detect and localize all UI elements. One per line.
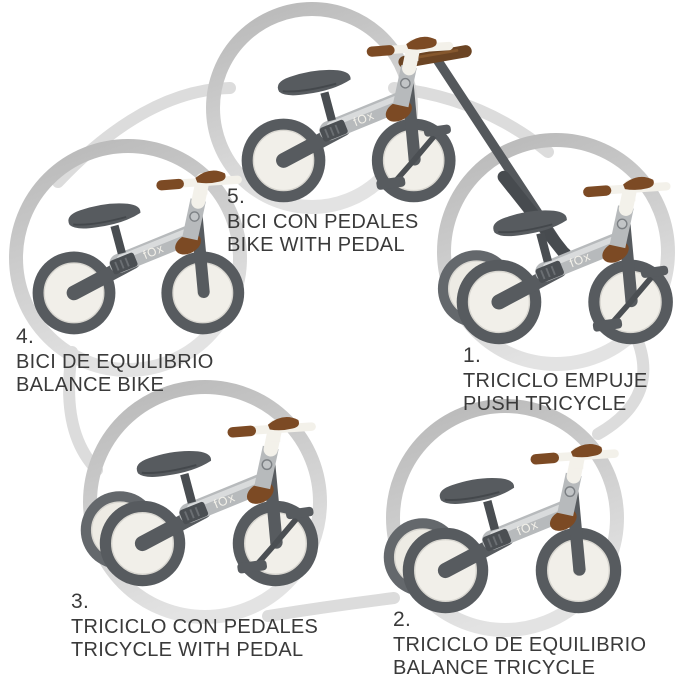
frame-clamp — [482, 528, 512, 552]
frame-clamp — [109, 252, 138, 275]
handlebar — [366, 36, 454, 61]
seat — [136, 450, 212, 477]
pedal-upper — [285, 506, 314, 520]
pedal-lower — [592, 318, 623, 332]
handlebar-pad — [570, 444, 603, 458]
handlebar-pad — [195, 170, 226, 184]
seat — [277, 69, 351, 96]
handlebar — [583, 176, 671, 202]
step-number: 5. — [227, 185, 246, 208]
bike-balance-tricycle: fOx — [383, 444, 622, 614]
head-badge — [261, 459, 273, 471]
pedals — [237, 506, 314, 574]
step-label-bike-with-pedal: 5. BICI CON PEDALES BIKE WITH PEDAL — [227, 185, 419, 257]
step-label-balance-bike: 4. BICI DE EQUILIBRIO BALANCE BIKE — [16, 325, 214, 397]
handlebar-pad — [267, 417, 300, 431]
step-label-en: BALANCE TRICYCLE — [393, 657, 596, 679]
bike-tricycle-with-pedal: fOx — [80, 417, 319, 587]
step-label-es: BICI CON PEDALES — [227, 211, 419, 233]
step-label-en: PUSH TRICYCLE — [463, 393, 627, 415]
step-label-en: TRICYCLE WITH PEDAL — [71, 639, 304, 661]
step-label-en: BALANCE BIKE — [16, 374, 165, 396]
step-number: 2. — [393, 608, 412, 631]
seat-post — [180, 472, 197, 504]
handlebar-grip — [530, 452, 560, 465]
handlebar-pad — [623, 176, 654, 190]
step-label-es: TRICICLO DE EQUILIBRIO — [393, 634, 647, 656]
head-badge — [616, 218, 628, 230]
step-number: 1. — [463, 344, 482, 367]
pedals — [376, 124, 451, 190]
seat — [493, 210, 567, 237]
step-label-es: BICI DE EQUILIBRIO — [16, 351, 214, 373]
head-badge — [564, 486, 576, 498]
step-label-balance-tricycle: 2. TRICICLO DE EQUILIBRIO BALANCE TRICYC… — [393, 608, 646, 680]
seat — [439, 477, 515, 504]
seat-post — [320, 91, 336, 122]
ring-step-4 — [9, 139, 247, 377]
connector-arc-bottomleft-bottomright — [262, 592, 400, 622]
frame-clamp — [535, 260, 564, 283]
seat — [68, 203, 141, 229]
handlebar-grip — [156, 178, 184, 191]
head-badge — [189, 211, 200, 222]
handlebar-grip — [227, 425, 257, 438]
pedal-upper — [640, 265, 669, 278]
pedal-lower — [237, 559, 267, 574]
step-number: 3. — [71, 590, 90, 613]
step-number: 4. — [16, 325, 35, 348]
step-label-push-tricycle: 1. TRICICLO EMPUJE PUSH TRICYCLE — [463, 344, 648, 416]
head-badge — [399, 77, 411, 89]
step-label-es: TRICICLO CON PEDALES — [71, 616, 319, 638]
ring-step-2 — [386, 399, 624, 637]
seat-post — [110, 224, 126, 255]
handlebar — [227, 417, 316, 442]
frame-clamp — [319, 119, 348, 142]
ring-step-1 — [437, 133, 675, 371]
ring-step-3 — [83, 380, 327, 624]
seat-post — [483, 499, 500, 531]
connector-arc-right-bottomright — [592, 326, 650, 440]
step-label-tricycle-with-pedal: 3. TRICICLO CON PEDALES TRICYCLE WITH PE… — [71, 590, 318, 662]
handlebar-pad — [406, 36, 437, 50]
seat-post — [536, 232, 552, 263]
handlebar — [156, 170, 242, 195]
pedals — [592, 265, 669, 332]
bike-balance-bike: fOx — [32, 170, 245, 335]
connector-arc-left-bottomleft — [63, 346, 103, 476]
bike-push-tricycle: fOx — [398, 45, 673, 345]
handlebar-grip — [583, 185, 612, 198]
frame-clamp — [179, 501, 209, 525]
pedal-lower — [376, 176, 406, 190]
handlebar — [530, 444, 619, 469]
handlebar-grip — [366, 45, 395, 57]
step-label-en: BIKE WITH PEDAL — [227, 234, 405, 256]
bike-bike-with-pedal: fOx — [241, 36, 456, 203]
step-label-es: TRICICLO EMPUJE — [463, 370, 648, 392]
bike-illustrations: fOx — [32, 36, 673, 614]
pedal-upper — [423, 124, 451, 137]
